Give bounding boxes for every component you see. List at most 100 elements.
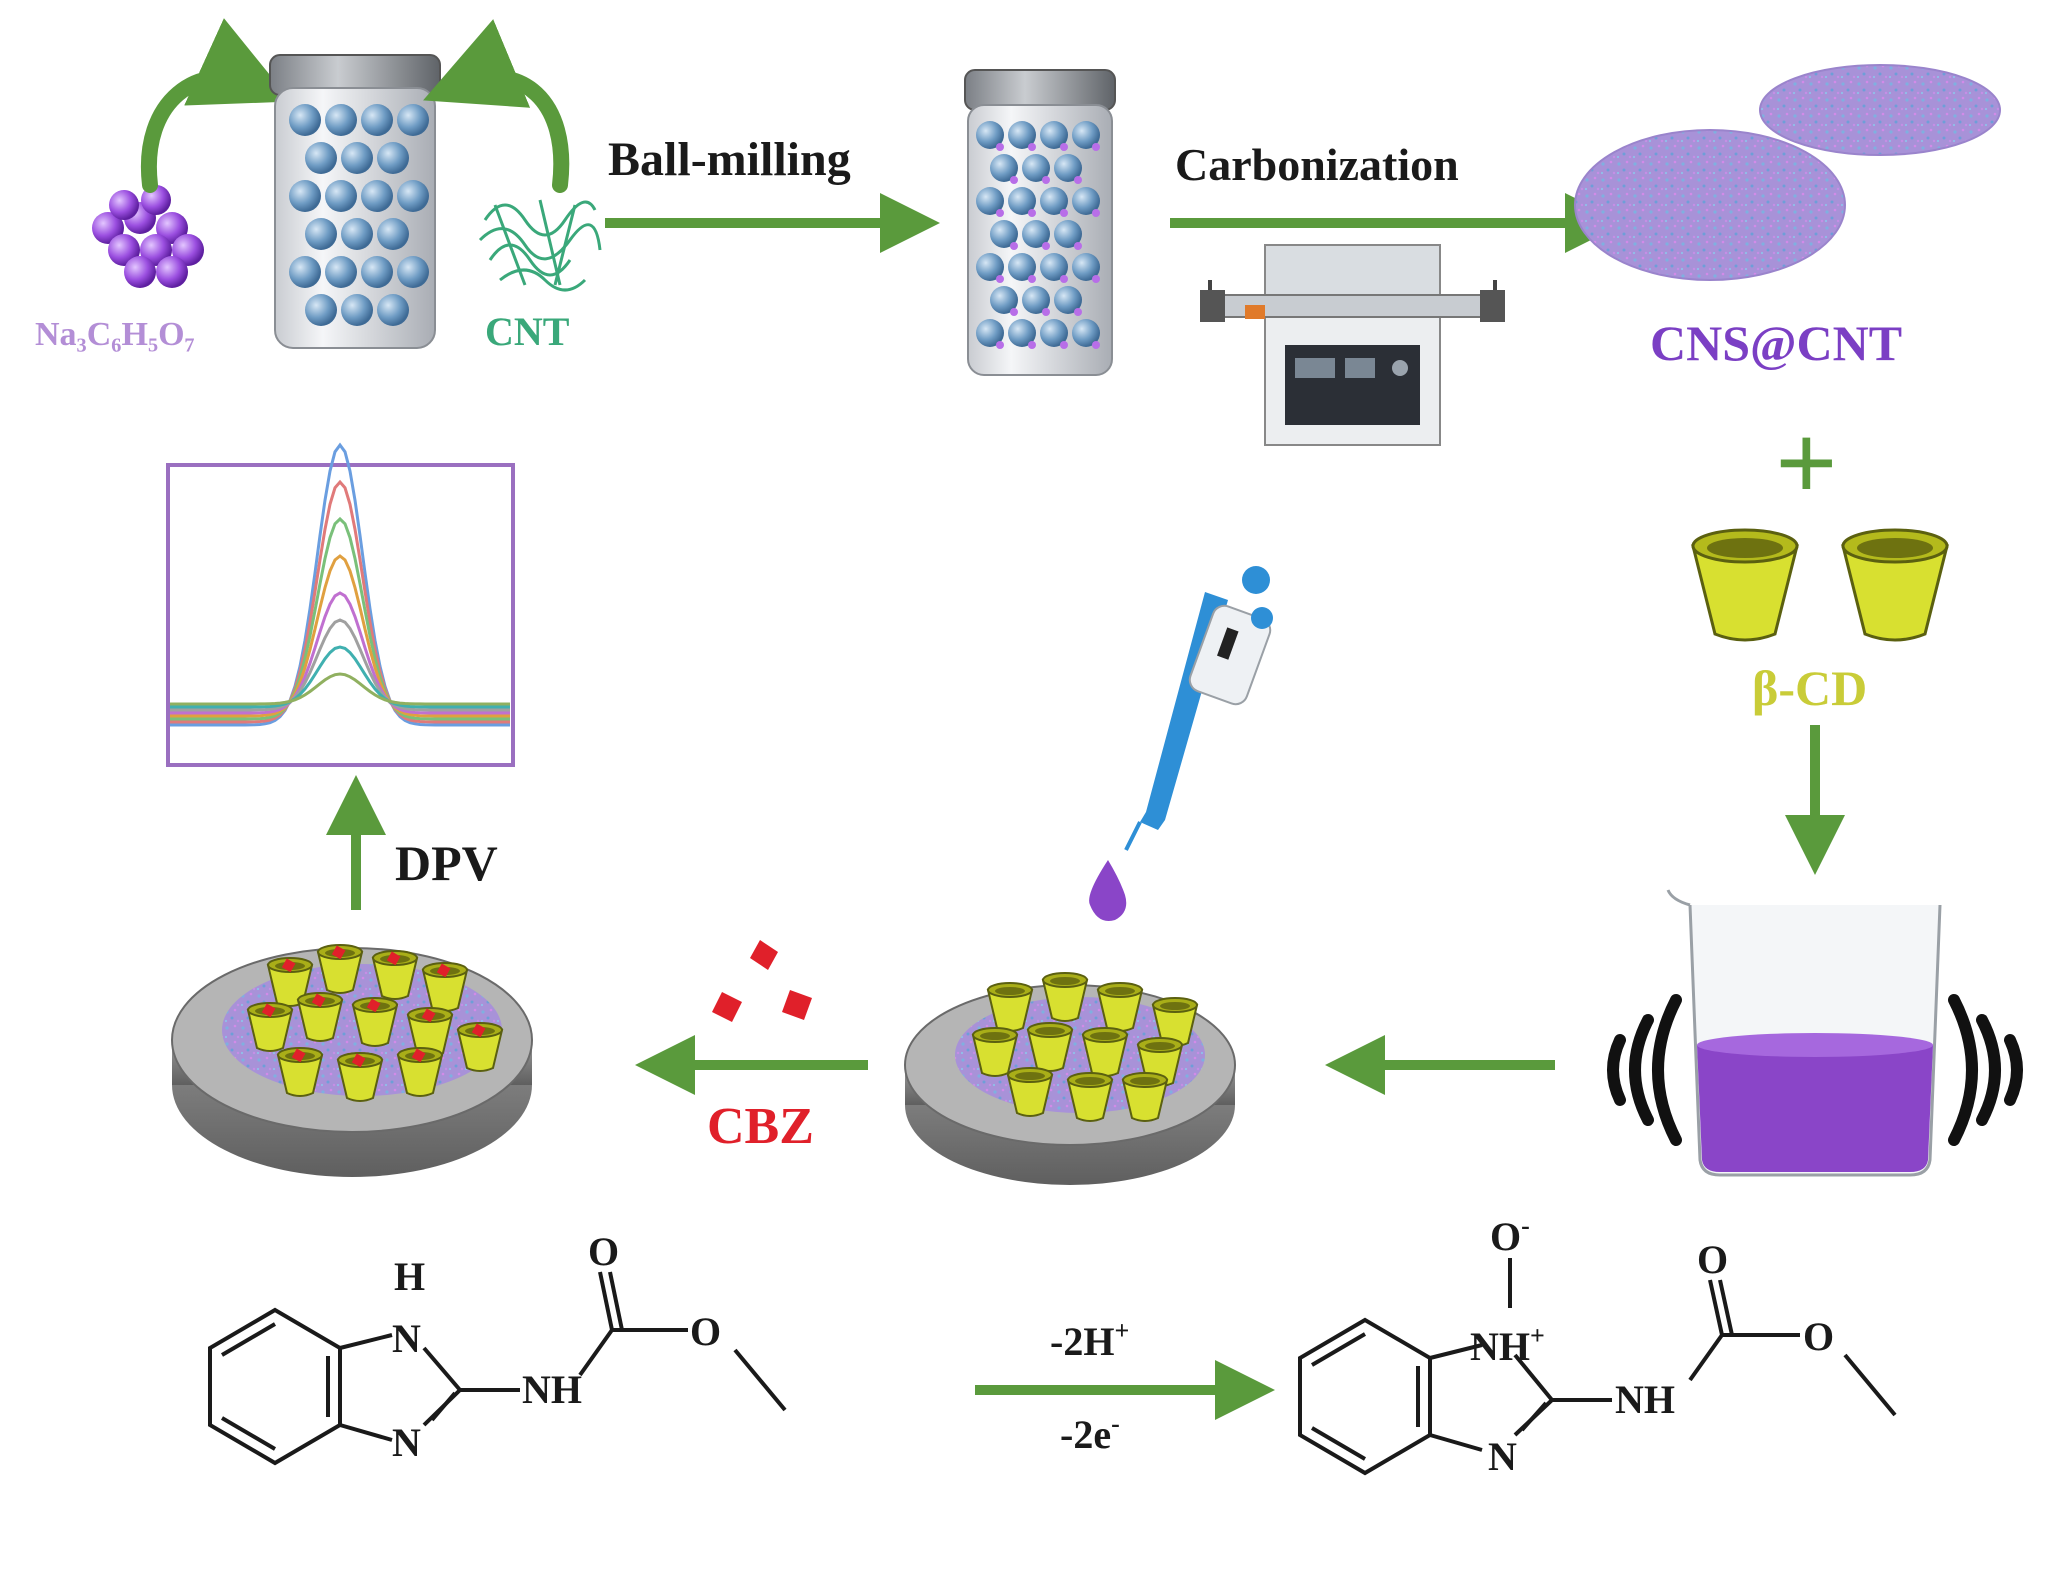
cnt-icon [478,199,602,292]
cbz-molecule [411,1048,426,1063]
milling-ball [1072,253,1100,281]
precursor-particle [1092,341,1100,349]
milling-ball [305,142,337,174]
milling-ball [377,294,409,326]
milling-ball [990,154,1018,182]
cbz-molecule [261,1003,276,1018]
precursor-particle [1010,176,1018,184]
cbz-molecule [471,1023,486,1038]
precursor-particle [1074,308,1082,316]
product-structure [1298,1258,1897,1476]
precursor-particle [1042,176,1050,184]
precursor-particle [996,209,1004,217]
cnt-label: CNT [485,309,570,354]
product-nh-plus: NH+ [1470,1321,1545,1369]
precursor-particle [1028,275,1036,283]
milling-ball [325,256,357,288]
reactant-h: H [394,1254,425,1299]
cbz-label: CBZ [707,1098,814,1155]
cbz-molecule [386,951,401,966]
product-o-carbonyl: O [1697,1237,1728,1282]
ultrasound-waves-left [1607,994,1682,1146]
beta-cd-cups [1691,528,1949,642]
milling-ball [976,253,1004,281]
dpv-curve [170,479,510,724]
precursor-particle [1028,143,1036,151]
precursor-particle [1074,242,1082,250]
reactant-o-carbonyl: O [588,1229,619,1274]
milling-ball [1072,121,1100,149]
dpv-curve [170,554,510,718]
milling-ball [305,218,337,250]
reactant-o-ester: O [690,1309,721,1354]
precursor-particle [996,143,1004,151]
milling-ball [397,104,429,136]
milling-ball [976,319,1004,347]
carbonization-label: Carbonization [1175,139,1459,190]
beta-cd-label: β-CD [1752,660,1867,716]
milling-ball [1040,121,1068,149]
dpv-curve [170,645,510,709]
reactant-nh: NH [522,1367,582,1412]
milling-ball [289,180,321,212]
cbz-molecule [291,1048,306,1063]
milling-ball [397,180,429,212]
milling-ball [1022,286,1050,314]
cnt-curved-arrow [423,19,570,193]
milling-ball [990,220,1018,248]
milling-ball [361,256,393,288]
dpv-curve [170,672,510,706]
ultrasound-waves-right [1948,994,2023,1146]
milling-ball [289,104,321,136]
precursor-particle [1028,341,1036,349]
dpv-curve [170,618,510,712]
reactant-n-top: N [392,1316,421,1361]
product-nh: NH [1615,1377,1675,1422]
milling-ball [1040,319,1068,347]
cbz-molecule [281,958,296,973]
milling-ball [361,180,393,212]
cbz-molecule [331,945,346,960]
milling-ball [377,218,409,250]
droplet-icon [1089,860,1127,921]
milling-jar-mixed [964,69,1116,376]
milling-ball [1008,187,1036,215]
precursor-particle [1092,209,1100,217]
milling-ball [1072,319,1100,347]
dpv-curve [170,442,510,727]
milling-ball [1054,286,1082,314]
dpv-plot [166,442,515,767]
reaction-conditions-bottom: -2e- [1060,1409,1120,1457]
cbz-molecule [366,998,381,1013]
milling-ball [1022,154,1050,182]
milling-ball [976,121,1004,149]
precursor-particle [1060,275,1068,283]
precursor-particle [1010,308,1018,316]
milling-ball [325,104,357,136]
milling-ball [341,294,373,326]
reactant-n-bottom: N [392,1420,421,1465]
cbz-molecule [421,1008,436,1023]
pipette-icon [1124,566,1273,851]
precursor-particle [1092,143,1100,151]
cbz-molecule [436,963,451,978]
milling-ball [397,256,429,288]
precursor-particle [1010,242,1018,250]
precursor-particle [1042,242,1050,250]
ball-milling-label: Ball-milling [608,133,851,186]
plus-sign: + [1775,402,1838,524]
milling-ball [305,294,337,326]
milling-ball [341,142,373,174]
milling-ball [325,180,357,212]
product-label: CNS@CNT [1650,315,1902,371]
cbz-molecule [351,1053,366,1068]
reactant-structure [208,1271,787,1466]
product-o-ester: O [1803,1314,1834,1359]
tube-furnace [1200,244,1505,446]
reagent-curved-arrow [140,18,292,193]
milling-ball [1072,187,1100,215]
milling-ball [1054,154,1082,182]
dpv-curve [170,591,510,715]
precursor-particle [1060,143,1068,151]
precursor-particle [1060,341,1068,349]
